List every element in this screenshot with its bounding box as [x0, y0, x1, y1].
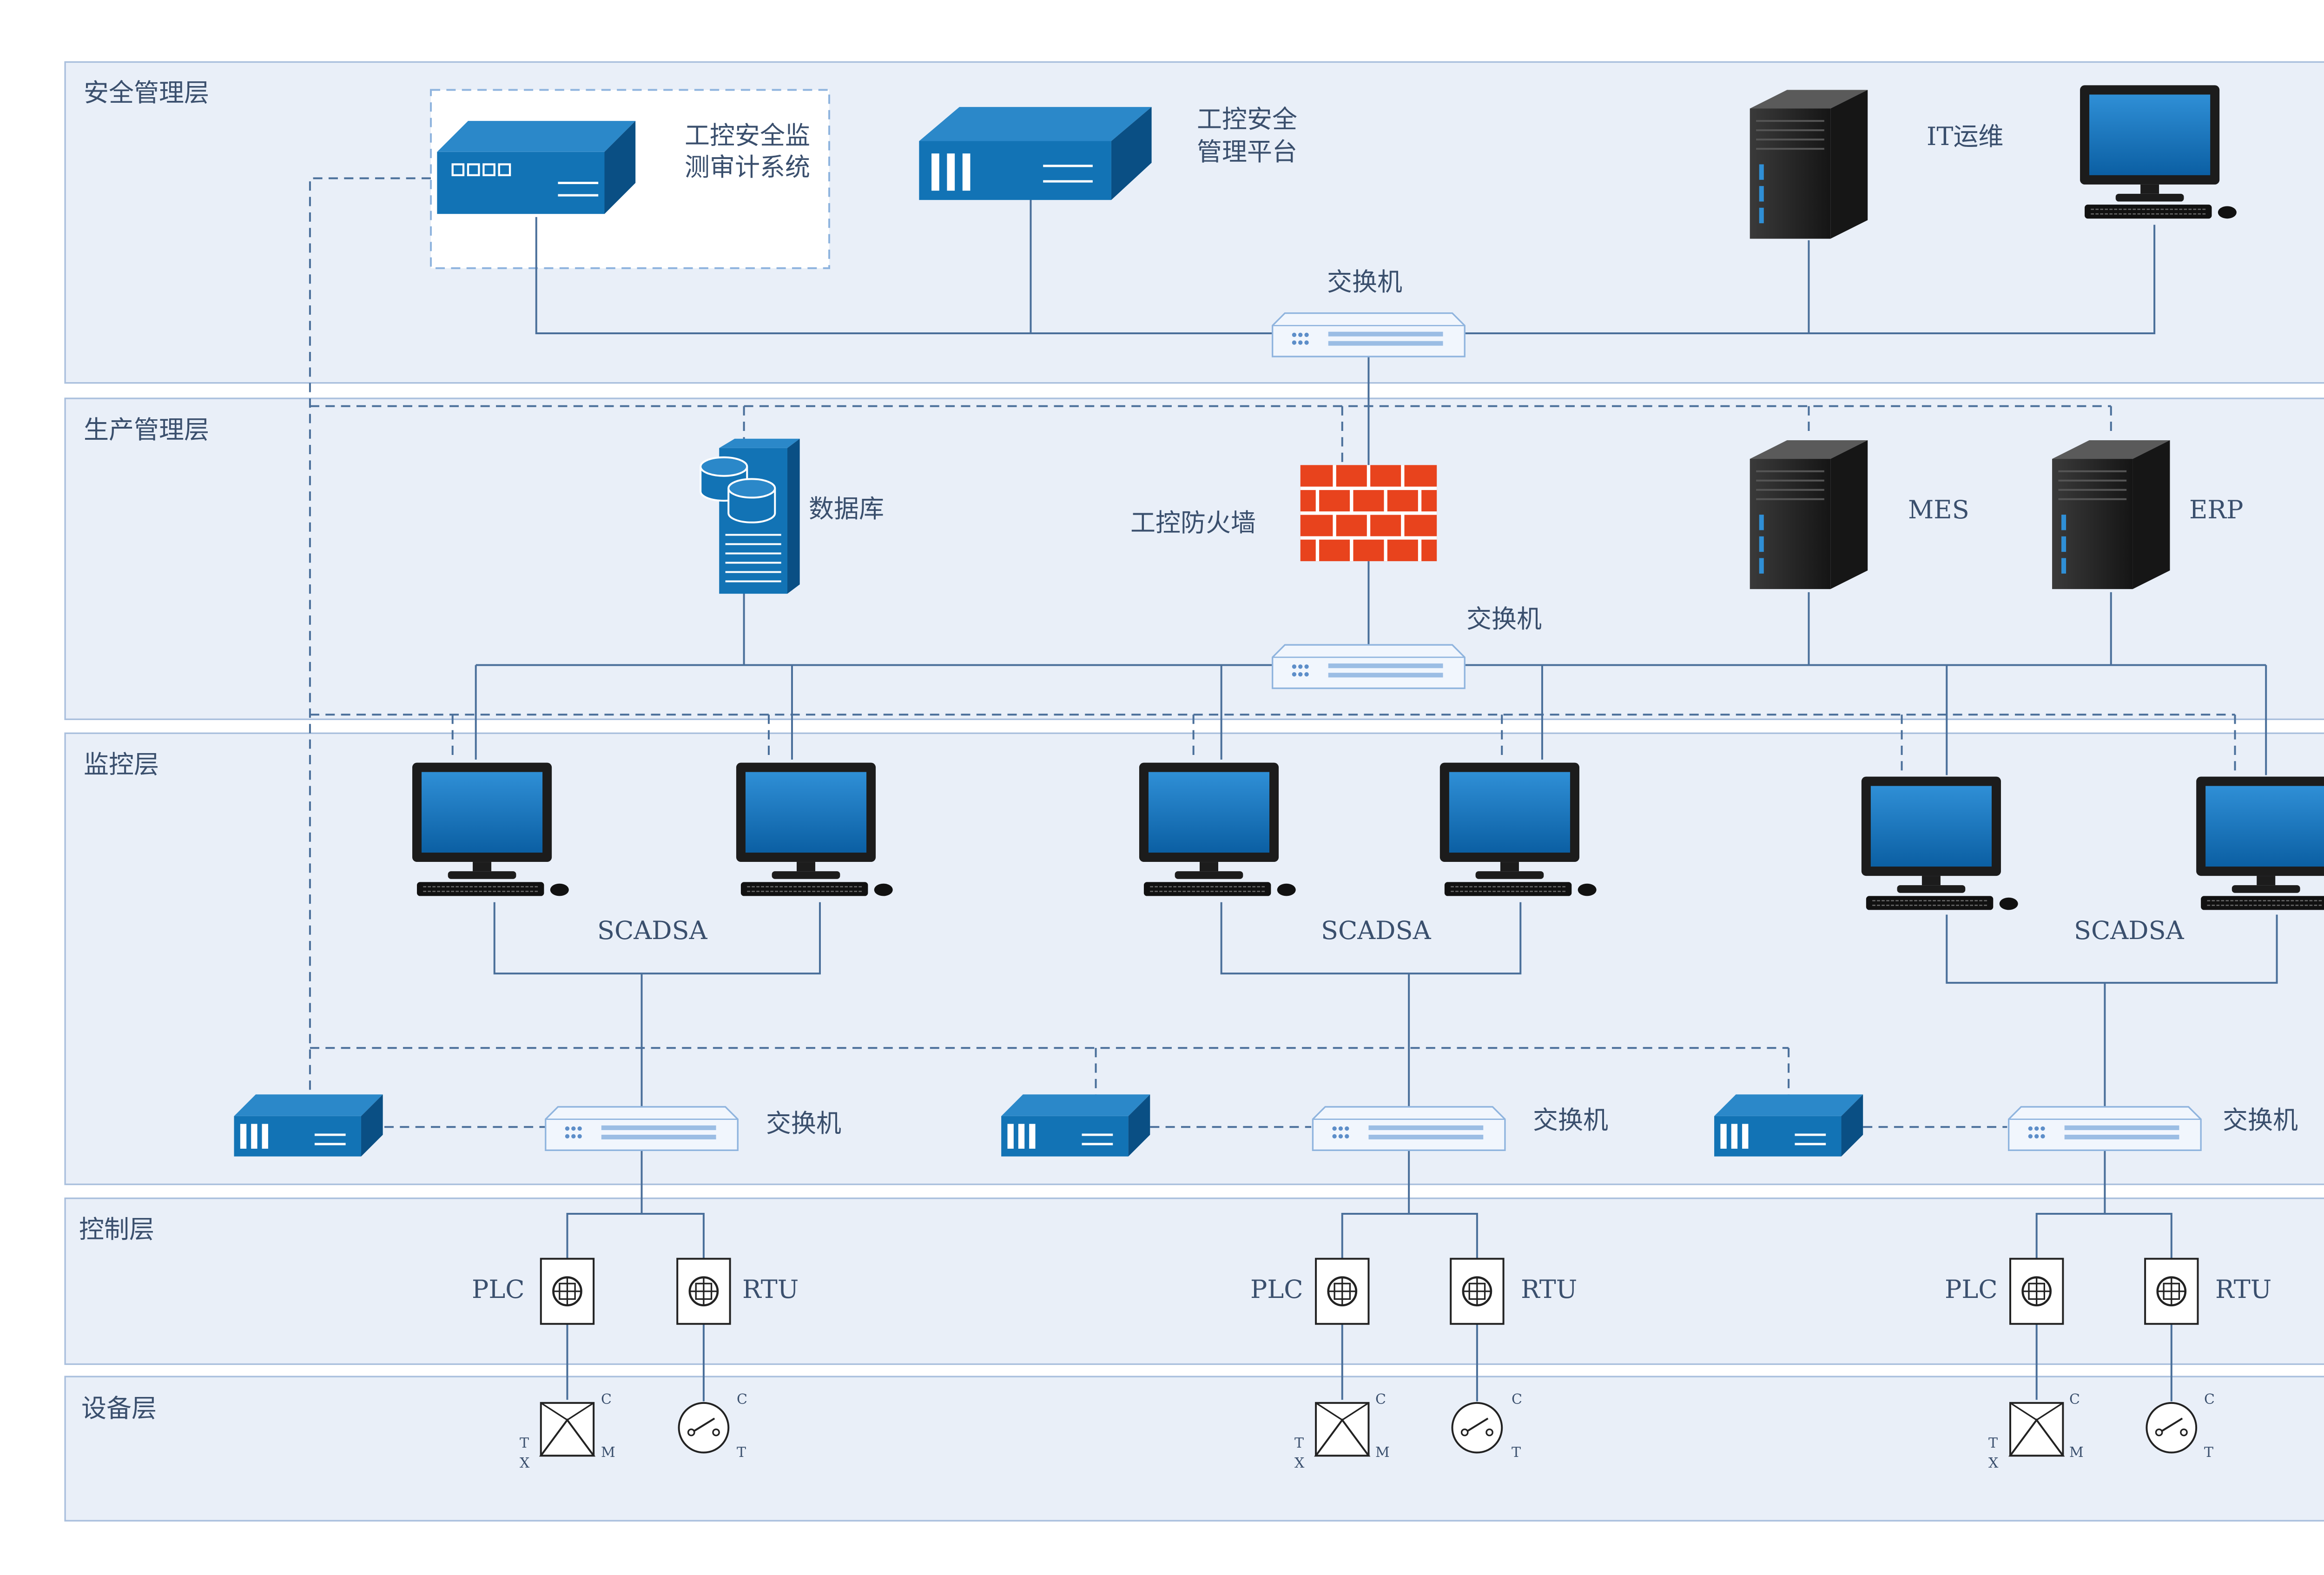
- valve-t-label: T: [1294, 1435, 1304, 1451]
- monitoring-switch: [545, 1106, 739, 1151]
- database-label: 数据库: [809, 494, 884, 523]
- switch-symbol-icon: [2146, 1403, 2196, 1453]
- firewall-label: 工控防火墙: [1130, 508, 1256, 537]
- mgmt-platform-device: [919, 107, 1152, 200]
- mes-label: MES: [1908, 495, 1969, 524]
- rtu-label: RTU: [1521, 1275, 1578, 1304]
- monitoring-switch-label: 交换机: [1533, 1105, 1608, 1135]
- monitoring-switch-label: 交换机: [2223, 1105, 2298, 1135]
- scada-label: SCADSA: [1321, 916, 1431, 945]
- switch-t-label: T: [737, 1444, 746, 1461]
- switch-t-label: T: [1512, 1444, 1521, 1461]
- rtu-label: RTU: [2215, 1275, 2272, 1304]
- valve-m-label: M: [1375, 1444, 1390, 1461]
- valve-icon: [541, 1403, 594, 1456]
- switch-c-label: C: [1512, 1391, 1522, 1408]
- plc-label: PLC: [472, 1275, 525, 1304]
- valve-x-label: X: [1294, 1455, 1305, 1471]
- rtu-icon: [1451, 1259, 1503, 1324]
- monitoring-switch: [1312, 1106, 1506, 1151]
- scada-label: SCADSA: [2074, 916, 2184, 945]
- mes-server: [1750, 440, 1868, 589]
- valve-icon: [1316, 1403, 1368, 1456]
- it-ops-server: [1750, 90, 1868, 238]
- switch-t-label: T: [2204, 1444, 2214, 1461]
- probe-device: [234, 1094, 383, 1156]
- mgmt-platform-label-2: 管理平台: [1197, 137, 1297, 166]
- plc-icon: [541, 1259, 594, 1324]
- valve-c-label: C: [601, 1391, 612, 1408]
- erp-label: ERP: [2189, 495, 2244, 524]
- rtu-icon: [677, 1259, 730, 1324]
- plc-icon: [2010, 1259, 2063, 1324]
- erp-server: [2052, 440, 2170, 589]
- switch-symbol-icon: [1452, 1403, 1502, 1453]
- valve-m-label: M: [601, 1444, 615, 1461]
- audit-system-device: [437, 121, 636, 214]
- layer-label-control: 控制层: [79, 1215, 154, 1244]
- monitoring-switch-label: 交换机: [766, 1109, 841, 1138]
- device-layer-band: [64, 1376, 2324, 1522]
- layer-label-monitoring: 监控层: [84, 750, 159, 779]
- valve-icon: [2010, 1403, 2063, 1456]
- switch-symbol-icon: [679, 1403, 729, 1453]
- production-switch-label: 交换机: [1466, 604, 1542, 634]
- layer-label-production: 生产管理层: [84, 415, 209, 444]
- production-layer-band: [64, 397, 2324, 720]
- layer-label-security: 安全管理层: [84, 78, 209, 107]
- valve-t-label: T: [520, 1435, 529, 1451]
- database-icon: [700, 438, 800, 594]
- firewall-icon: [1300, 465, 1437, 562]
- rtu-icon: [2145, 1259, 2198, 1324]
- valve-t-label: T: [1988, 1435, 1998, 1451]
- security-switch: [1272, 312, 1466, 357]
- mgmt-platform-label-1: 工控安全: [1197, 105, 1297, 134]
- plc-label: PLC: [1945, 1275, 1998, 1304]
- valve-x-label: X: [520, 1455, 530, 1471]
- plc-icon: [1316, 1259, 1368, 1324]
- switch-c-label: C: [2204, 1391, 2215, 1408]
- switch-c-label: C: [737, 1391, 747, 1408]
- audit-system-label-1: 工控安全监: [685, 121, 810, 150]
- probe-device: [1714, 1094, 1863, 1156]
- valve-x-label: X: [1988, 1455, 1999, 1471]
- it-ops-label: IT运维: [1927, 122, 2004, 151]
- rtu-label: RTU: [742, 1275, 799, 1304]
- layer-label-device: 设备层: [81, 1394, 157, 1423]
- probe-device: [1001, 1094, 1150, 1156]
- valve-m-label: M: [2069, 1444, 2084, 1461]
- valve-c-label: C: [2069, 1391, 2080, 1408]
- security-layer-band: [64, 61, 2324, 384]
- security-switch-label: 交换机: [1327, 267, 1402, 297]
- plc-label: PLC: [1250, 1275, 1303, 1304]
- monitoring-switch: [2007, 1106, 2202, 1151]
- scada-label: SCADSA: [597, 916, 707, 945]
- control-layer-band: [64, 1198, 2324, 1365]
- valve-c-label: C: [1375, 1391, 1386, 1408]
- audit-system-label-2: 测审计系统: [685, 152, 810, 182]
- solid-links: [475, 195, 2278, 1402]
- production-switch: [1272, 644, 1466, 689]
